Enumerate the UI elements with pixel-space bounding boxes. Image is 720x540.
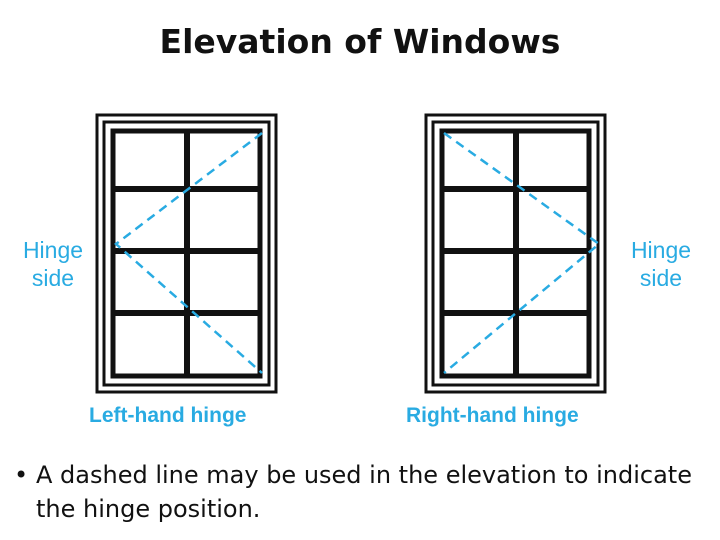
right-hand-window — [424, 113, 607, 394]
right-hinge-side-label: Hinge side — [618, 236, 704, 292]
window-mid-frame — [102, 120, 271, 387]
bullet-item: • A dashed line may be used in the eleva… — [14, 458, 714, 526]
hinge-dashed-line — [114, 132, 263, 374]
window-mid-frame — [431, 120, 600, 387]
left-hand-window — [95, 113, 278, 394]
window-outer-frame — [95, 113, 278, 394]
window-outer-frame — [424, 113, 607, 394]
left-hinge-side-label: Hinge side — [10, 236, 96, 292]
bullet-text: A dashed line may be used in the elevati… — [36, 461, 692, 523]
hinge-label-line2: side — [639, 265, 683, 291]
bullet-dot-icon: • — [14, 461, 29, 489]
hinge-dashed-line — [443, 131, 602, 374]
hinge-label-line1: Hinge — [630, 237, 692, 263]
hinge-label-line1: Hinge — [22, 237, 84, 263]
left-hand-hinge-caption: Left-hand hinge — [89, 404, 247, 427]
right-hand-hinge-caption: Right-hand hinge — [406, 404, 579, 427]
slide-title: Elevation of Windows — [159, 22, 561, 61]
hinge-label-line2: side — [31, 265, 75, 291]
